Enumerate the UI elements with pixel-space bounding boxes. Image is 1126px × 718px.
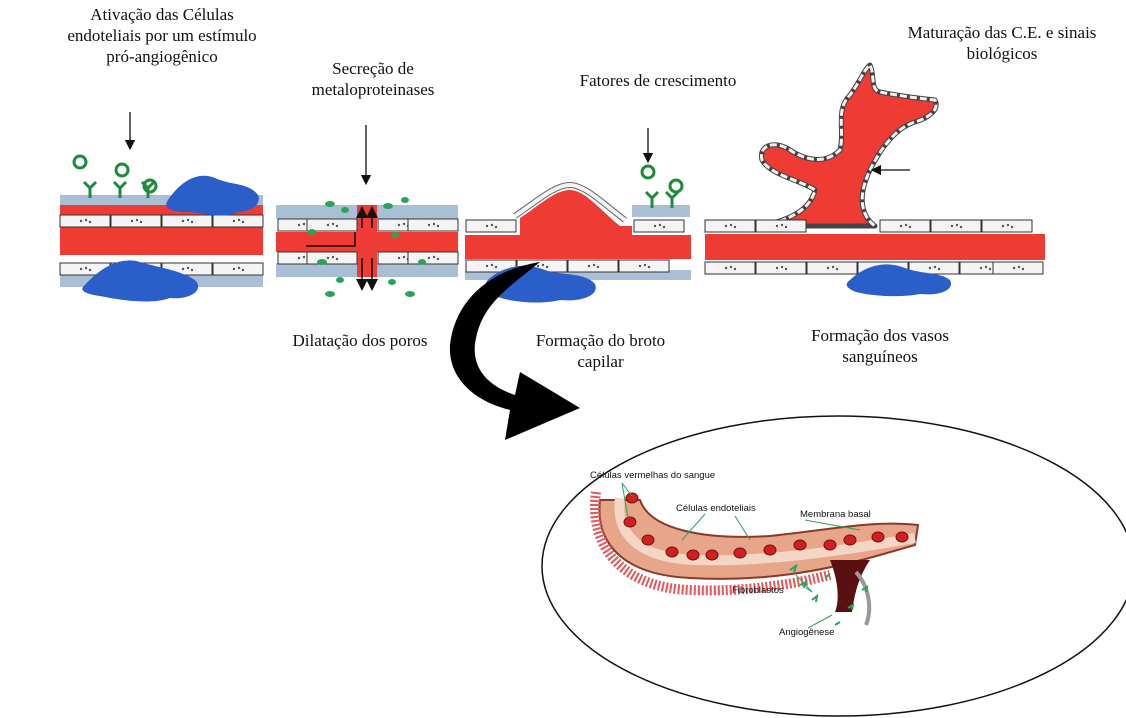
sprout-shape xyxy=(760,65,936,226)
panel-maturation xyxy=(705,65,1045,296)
label-angiogenesis: Angiogênese xyxy=(779,627,834,638)
label-basal-membrane: Membrana basal xyxy=(800,509,871,520)
pericyte-shape xyxy=(166,176,259,216)
panel-activation xyxy=(60,112,263,302)
label-red-blood-cells: Células vermelhas do sangue xyxy=(590,470,715,481)
panel-mmp-secretion xyxy=(276,125,458,297)
growth-factors xyxy=(74,156,156,192)
angiogenesis-inset xyxy=(542,416,1126,716)
label-endothelial-cells: Células endoteliais xyxy=(676,503,756,514)
label-fibroblasts: Fibroblastos xyxy=(732,585,784,596)
